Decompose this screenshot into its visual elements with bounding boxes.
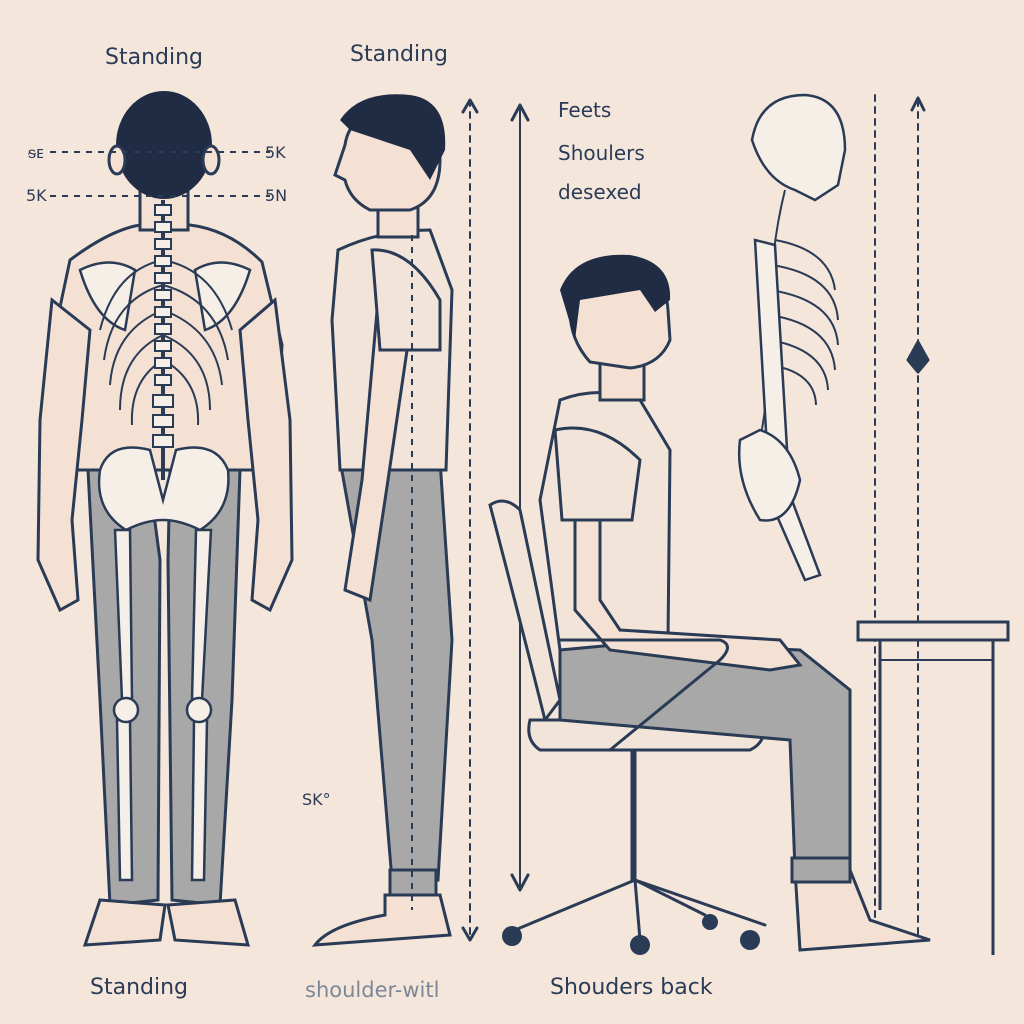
seated-pants [558, 638, 852, 872]
right-arm [238, 297, 294, 613]
side-sleeve [370, 248, 442, 352]
side-hair [340, 94, 446, 180]
seated-sleeve [553, 426, 642, 522]
left-ear [107, 144, 127, 176]
left-foot [82, 898, 167, 947]
side-foot [311, 893, 452, 947]
head-hair [116, 91, 212, 199]
figure-seated [488, 254, 931, 955]
note-line-2: Shoulers [558, 141, 645, 165]
label-shoulder-width: shoulder-witl [305, 978, 440, 1002]
figure-side-standing [311, 94, 454, 947]
chair-armrest [558, 638, 729, 752]
skeleton-pelvis [737, 428, 802, 522]
figure-back-view [36, 91, 294, 947]
chair-base [513, 748, 767, 942]
skull [750, 93, 847, 202]
seated-cuff [790, 856, 852, 884]
chair-wheels [502, 914, 760, 955]
left-arm [36, 297, 92, 613]
skeleton-side-view [737, 93, 847, 582]
label-standing-top-left: Standing [105, 45, 204, 70]
seated-hair [560, 254, 671, 340]
vertical-arrows [461, 94, 930, 942]
note-line-1: Feets [558, 98, 612, 122]
label-standing-top-middle: Standing [350, 42, 449, 67]
side-table [856, 620, 1010, 955]
note-line-3: desexed [558, 180, 642, 204]
mark-bottom-left: 5K [26, 186, 47, 205]
rib-cage [99, 259, 233, 426]
chair-back [488, 499, 562, 724]
angle-mark: SK° [302, 790, 331, 809]
label-standing-bottom: Standing [90, 975, 189, 1000]
right-foot [166, 898, 251, 947]
spine [152, 200, 174, 480]
leg-bones [112, 528, 213, 882]
label-shoulders-back: Shouders back [550, 975, 713, 1000]
mark-bottom-right: 5N [265, 186, 288, 205]
mark-top-left: ᵴᴇ [28, 143, 44, 162]
right-ear [201, 144, 221, 176]
mark-top-right: 5K [265, 143, 286, 162]
